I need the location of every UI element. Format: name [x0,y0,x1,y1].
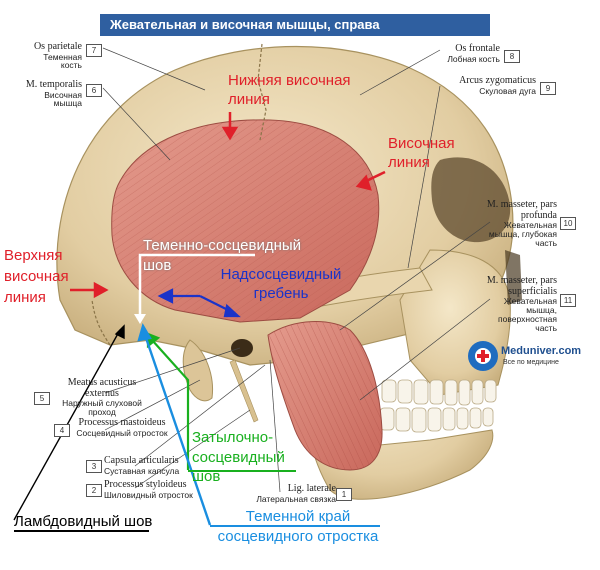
meatus-acusticus-label: Meatus acusticus externus Наружный слухо… [62,377,142,417]
occipitomastoid-suture-annotation: Затылочно-сосцевидный шов [192,429,285,485]
mastoid-process [182,339,214,402]
figure-title: Жевательная и височная мышцы, справа [100,14,490,36]
label-number-6: 6 [86,84,102,97]
parietal-edge-annotation: Теменной край сосцевидного отростка [217,508,379,545]
lambdoid-underline [14,530,149,532]
supramastoid-arrows [157,288,241,318]
supramastoid-crest-annotation: Надсосцевидный гребень [220,266,342,302]
label-number-2: 2 [86,484,102,497]
ear-canal [231,339,253,357]
parietal-edge-arrow [137,322,212,526]
capsula-articularis-label: Capsula articularis Суставная капсула [104,455,180,476]
temporal-line-annotation: Височная линия [388,135,455,171]
upper-teeth [381,379,497,406]
label-number-8: 8 [504,50,520,63]
occipitomastoid-underline [188,470,296,472]
os-parietale-label: Os parietale Теменная кость [33,41,82,71]
label-number-1: 1 [336,488,352,501]
lower-temporal-line-annotation: Нижняя височная линия [228,72,351,108]
parietomastoid-bracket [138,253,255,318]
m-temporalis-label: M. temporalis Височная мышца [25,79,82,109]
styloid-process [229,359,259,423]
os-frontale-label: Os frontale Лобная кость [447,43,500,64]
label-number-4: 4 [54,424,70,437]
label-number-10: 10 [560,217,576,230]
leader-lines [102,47,491,493]
masseter-profunda-label: M. masseter, pars profunda Жевательная м… [486,199,557,248]
red-arrows [70,112,386,299]
lambdoid-suture-annotation: Ламбдовидный шов [14,513,153,530]
processus-mastoideus-label: Processus mastoideus Сосцевидный отросто… [76,417,168,438]
label-number-5: 5 [34,392,50,405]
label-number-11: 11 [560,294,576,307]
upper-temporal-line-annotation: Верхняя височная линия [4,247,69,306]
parietal-edge-underline [210,525,380,527]
orbit [431,157,511,243]
coronal-suture [257,43,267,141]
label-number-7: 7 [86,44,102,57]
nasal-cavity [505,250,522,305]
label-number-9: 9 [540,82,556,95]
masseter-superficialis-label: M. masseter, pars superficialis Жеватель… [486,275,557,333]
lower-teeth [379,407,494,433]
processus-styloideus-label: Processus styloideus Шиловидный отросток [104,479,193,500]
parietomastoid-suture-annotation: Теменно-сосцевидный шов [143,237,302,275]
medical-cross-icon [468,341,498,371]
lig-laterale-label: Lig. laterale Латеральная связка [256,483,336,504]
label-number-3: 3 [86,460,102,473]
arcus-zygomaticus-label: Arcus zygomaticus Скуловая дуга [459,75,536,96]
